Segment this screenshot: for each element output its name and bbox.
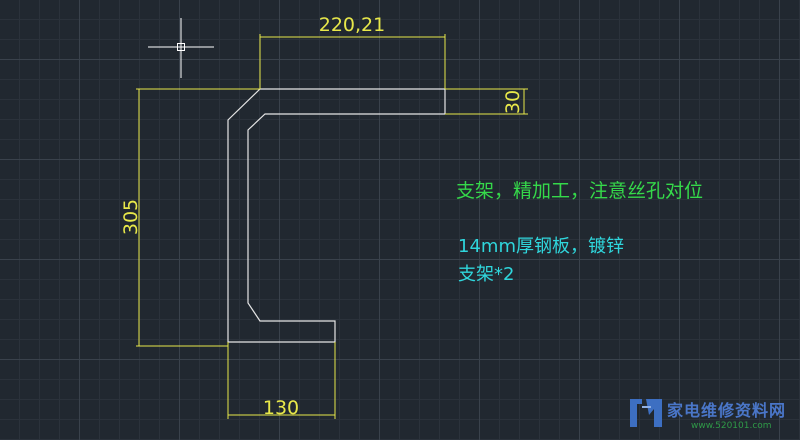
watermark-text: 家电维修资料网 <box>667 401 787 420</box>
dimension-height[interactable] <box>136 88 260 347</box>
note-finishing[interactable]: 支架，精加工，注意丝孔对位 <box>456 180 704 202</box>
note-material[interactable]: 14mm厚钢板，镀锌 <box>458 236 624 257</box>
dimension-flange-thickness-text[interactable]: 30 <box>502 90 524 114</box>
bracket-outer-edge[interactable] <box>227 88 446 343</box>
dimension-bottom-width[interactable] <box>227 342 336 419</box>
crosshair-cursor-icon <box>148 18 214 78</box>
dimension-bottom-width-text[interactable]: 130 <box>263 397 299 419</box>
watermark-logo-icon <box>630 399 662 427</box>
note-quantity[interactable]: 支架*2 <box>458 264 515 285</box>
watermark-url: www.520101.com <box>691 421 772 431</box>
dimension-top-width-text[interactable]: 220,21 <box>319 14 385 36</box>
dimension-height-text[interactable]: 305 <box>120 199 142 235</box>
watermark: 家电维修资料网 www.520101.com <box>627 393 795 437</box>
dimension-lines <box>136 34 528 419</box>
dimension-top-width[interactable] <box>259 34 446 89</box>
dimension-flange-thickness[interactable] <box>445 88 528 115</box>
bracket-outline[interactable] <box>227 88 446 343</box>
